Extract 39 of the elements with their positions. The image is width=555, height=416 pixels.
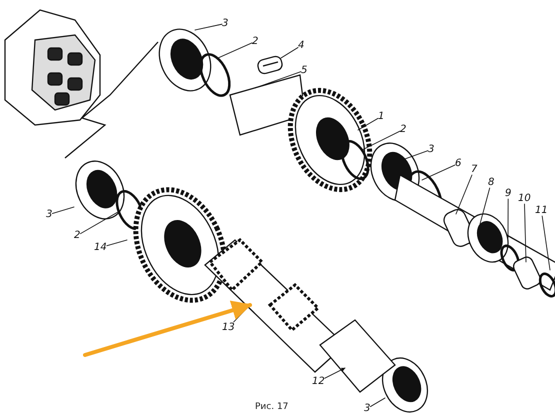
leader-line [358,118,378,130]
leader-line [52,206,74,214]
pointer-arrow [83,300,252,357]
callout-number: 11 [535,205,548,216]
callout-number: 10 [518,193,531,204]
callout-number: 6 [455,158,462,169]
leader-line [254,71,302,88]
callout-number: 3 [222,18,228,29]
leader-line [80,212,118,234]
leader-line [362,130,400,150]
leader-line [218,42,252,58]
leader-line [106,240,128,246]
callout-number: 1 [378,111,384,122]
callout-number: 7 [471,164,478,175]
callout-number: 2 [252,36,258,47]
leader-line [524,204,526,262]
callout-number: 14 [94,242,107,253]
leader-line [480,188,490,224]
shaft-drawing [204,238,396,393]
callout-number: 4 [298,40,304,51]
callout-number: 3 [428,144,434,155]
callout-number: 12 [312,376,325,387]
leader-line [508,198,509,238]
leader-line [280,47,298,58]
callout-number: 2 [400,124,406,135]
leader-line [422,164,456,180]
leader-line [370,398,386,408]
callout-number: 9 [505,188,512,199]
callout-number: 13 [222,322,235,333]
callout-number: 8 [488,177,494,188]
callout-number: 2 [74,230,80,241]
leader-line [542,216,550,270]
leader-line [194,24,222,30]
leader-line [456,174,472,214]
figure-caption: Рис. 17 [255,402,288,412]
leader-line [324,368,346,379]
callout-number: 3 [364,403,370,414]
callout-number: 3 [46,209,52,220]
callout-number: 5 [301,65,308,76]
